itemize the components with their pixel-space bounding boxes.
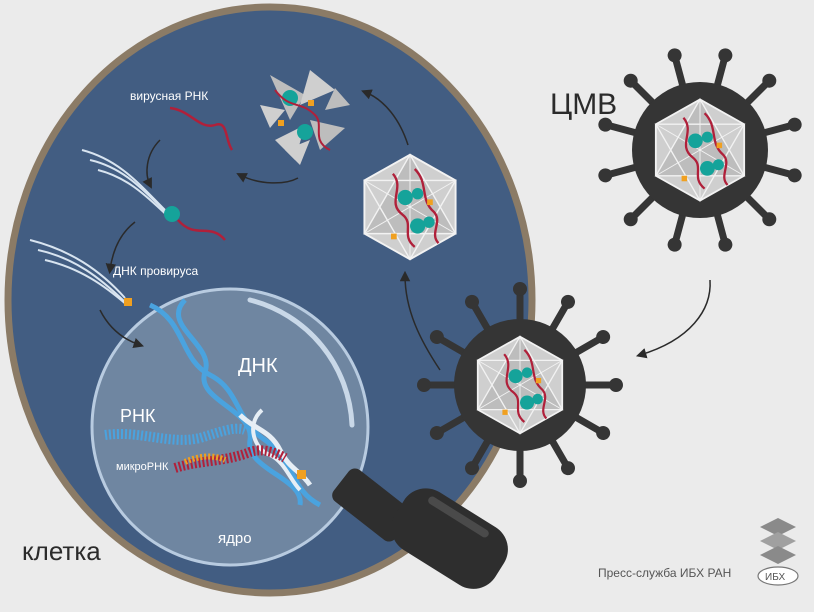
cycle-arrows [99,89,711,371]
ibkh-logo: ИБХ [757,518,799,586]
label-viral-rna: вирусная РНК [130,89,208,103]
label-rna: РНК [120,406,156,426]
credit-text: Пресс-служба ИБХ РАН [598,566,731,580]
cmv-virion [597,47,803,253]
label-nucleus: ядро [218,530,252,547]
virus-entering [417,282,623,488]
viral-rna-strands [169,106,234,151]
provirus-dna-strands [29,149,226,306]
rna-strand [104,423,288,473]
logo-text: ИБХ [765,572,786,583]
label-dna: ДНК [238,355,278,377]
label-cell: клетка [22,536,101,566]
label-provirus-dna: ДНК провируса [113,264,198,278]
label-cmv: ЦМВ [550,88,617,121]
fragmented-capsid [260,70,350,165]
nucleus [90,287,370,567]
magnifier-handle [332,468,508,589]
label-microrna: микроРНК [116,461,169,473]
